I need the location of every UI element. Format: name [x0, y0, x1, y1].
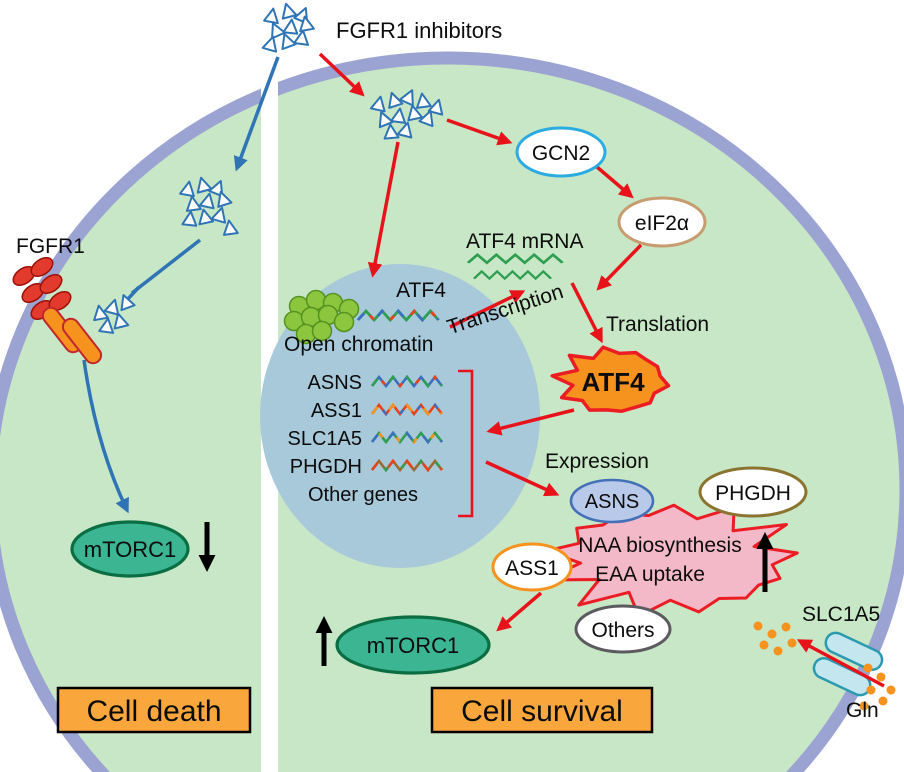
- atf4-mrna-label: ATF4 mRNA: [466, 230, 583, 253]
- others-node: Others: [574, 604, 672, 654]
- cell-survival-label: Cell survival: [461, 695, 623, 728]
- gene-bracket: [458, 369, 474, 518]
- slc1a5-transporter: [753, 621, 896, 711]
- translation-label: Translation: [606, 313, 709, 336]
- gcn2-label: GCN2: [532, 142, 590, 165]
- gln-label: Gln: [846, 699, 879, 722]
- gln-molecules: [753, 621, 896, 711]
- eif2a-label: eIF2α: [635, 212, 689, 235]
- expression-label: Expression: [545, 450, 649, 473]
- gene-ass1: ASS1: [311, 400, 362, 422]
- inhibitor-cluster-top: [261, 0, 315, 53]
- asns-label: ASNS: [585, 491, 639, 513]
- mtorc1-right-node: mTORC1: [315, 615, 491, 675]
- fgfr1-receptor: [12, 257, 103, 365]
- mtorc1-left-label: mTORC1: [84, 537, 177, 562]
- gene-list: ASNS ASS1 SLC1A5 PHGDH Other genes: [288, 369, 474, 518]
- gene-phgdh: PHGDH: [290, 456, 362, 478]
- phgdh-label: PHGDH: [715, 482, 791, 505]
- inhibitor-title: FGFR1 inhibitors: [336, 18, 502, 43]
- gene-asns: ASNS: [308, 372, 362, 394]
- arrows: [82, 52, 643, 632]
- gcn2-node: GCN2: [515, 126, 607, 178]
- asns-node: ASNS: [569, 478, 655, 524]
- gene-slc1a5: SLC1A5: [288, 428, 363, 450]
- ass1-label: ASS1: [505, 557, 559, 580]
- atf4-protein-starburst: [550, 345, 671, 413]
- phgdh-node: PHGDH: [698, 466, 808, 518]
- eif2a-node: eIF2α: [617, 196, 707, 248]
- eaa-uptake-label: EAA uptake: [595, 563, 705, 586]
- nucleus: [260, 264, 540, 568]
- naa-biosynthesis-label: NAA biosynthesis: [578, 534, 741, 557]
- open-chromatin-beads: [283, 289, 360, 345]
- cell-death-box: Cell death: [56, 686, 252, 734]
- mtorc1-right-label: mTORC1: [367, 633, 460, 658]
- cell-death-label: Cell death: [86, 695, 221, 728]
- atf4-protein-label: ATF4: [581, 367, 645, 397]
- slc1a5-transporter-label: SLC1A5: [802, 603, 880, 626]
- fgfr1-receptor-label: FGFR1: [16, 235, 85, 258]
- other-genes-label: Other genes: [308, 484, 418, 506]
- open-chromatin-label: Open chromatin: [284, 333, 433, 356]
- ass1-node: ASS1: [491, 542, 573, 592]
- mtorc1-left-node: mTORC1: [70, 520, 216, 578]
- cell-survival-box: Cell survival: [430, 686, 654, 734]
- atf4-gene-label: ATF4: [396, 279, 446, 302]
- others-label: Others: [591, 619, 654, 642]
